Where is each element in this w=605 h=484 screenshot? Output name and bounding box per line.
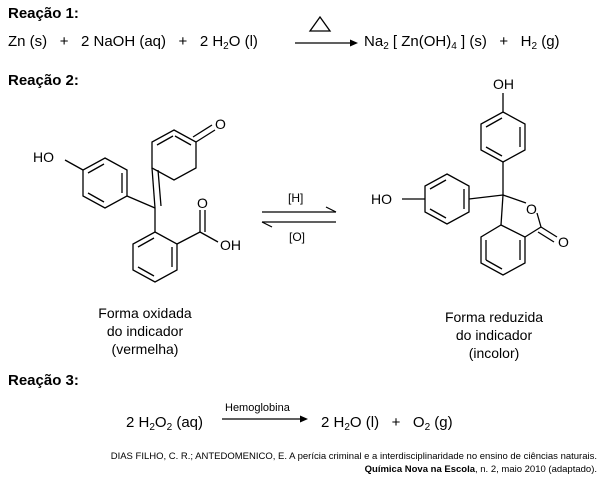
- reaction3-title: Reação 3:: [8, 372, 79, 389]
- reaction2-title: Reação 2:: [8, 72, 79, 89]
- heat-arrow: [295, 15, 358, 47]
- equilibrium-arrows: [261, 206, 337, 228]
- reference-journal: Química Nova na Escola: [364, 464, 475, 475]
- reaction3-arrow: [222, 415, 308, 423]
- water-coefficient: 2: [321, 414, 330, 431]
- reverse-label: [O]: [289, 230, 306, 244]
- plus-sign: +: [499, 33, 509, 50]
- oxidized-caption: Forma oxidada do indicador (vermelha): [98, 305, 192, 357]
- zinc-reactant: Zn (s): [8, 33, 48, 50]
- reference-details: , n. 2, maio 2010 (adaptado).: [475, 464, 597, 475]
- oxygen-product: O2 (g): [412, 414, 453, 433]
- oxidized-indicator-structure: HO O O OH: [33, 116, 241, 283]
- water-reactant: H2O (l): [212, 33, 258, 52]
- reduced-caption: Forma reduzida do indicador (incolor): [444, 309, 544, 361]
- naoh-coefficient: 2: [80, 33, 90, 50]
- reference-authors: DIAS FILHO, C. R.; ANTEDOMENICO, E. A pe…: [110, 451, 597, 462]
- catalyst-label: Hemoglobina: [225, 402, 290, 414]
- reaction1-reactants: Zn (s) + 2 NaOH (aq) + 2 H2O (l): [8, 33, 258, 52]
- reaction1-title: Reação 1:: [8, 5, 79, 22]
- lactone-carbonyl-oxygen-label: O: [558, 234, 569, 250]
- forward-label: [H]: [288, 191, 304, 205]
- plus-sign: +: [59, 33, 69, 50]
- reaction1-products: Na2 [ Zn(OH)4 ] (s) + H2 (g): [364, 33, 560, 52]
- hydrogen-product: H2 (g): [520, 33, 560, 52]
- reduced-indicator-structure: OH HO O O: [371, 76, 569, 276]
- plus-sign: +: [391, 414, 401, 431]
- reference-citation: DIAS FILHO, C. R.; ANTEDOMENICO, E. A pe…: [111, 450, 597, 476]
- hydrogen-peroxide-reactant: H2O2 (aq): [138, 414, 204, 433]
- reaction3-products: 2 H2O (l) + O2 (g): [321, 414, 453, 433]
- sodium-zincate-product: Na2 [ Zn(OH)4 ] (s): [364, 33, 487, 52]
- water-coefficient: 2: [199, 33, 209, 50]
- naoh-reactant: NaOH (aq): [93, 33, 167, 50]
- acid-carbonyl-oxygen-label: O: [197, 195, 208, 211]
- top-hydroxyl-label: OH: [493, 76, 514, 92]
- peroxide-coefficient: 2: [126, 414, 135, 431]
- reaction3-reactants: 2 H2O2 (aq): [126, 414, 204, 433]
- acid-hydroxyl-label: OH: [220, 237, 241, 253]
- ketone-oxygen-label: O: [215, 116, 226, 132]
- ho-label: HO: [33, 149, 54, 165]
- heat-triangle-icon: [308, 15, 332, 32]
- ho-label: HO: [371, 191, 392, 207]
- lactone-oxygen-label: O: [526, 201, 537, 217]
- plus-sign: +: [178, 33, 188, 50]
- water-product: H2O (l): [333, 414, 380, 433]
